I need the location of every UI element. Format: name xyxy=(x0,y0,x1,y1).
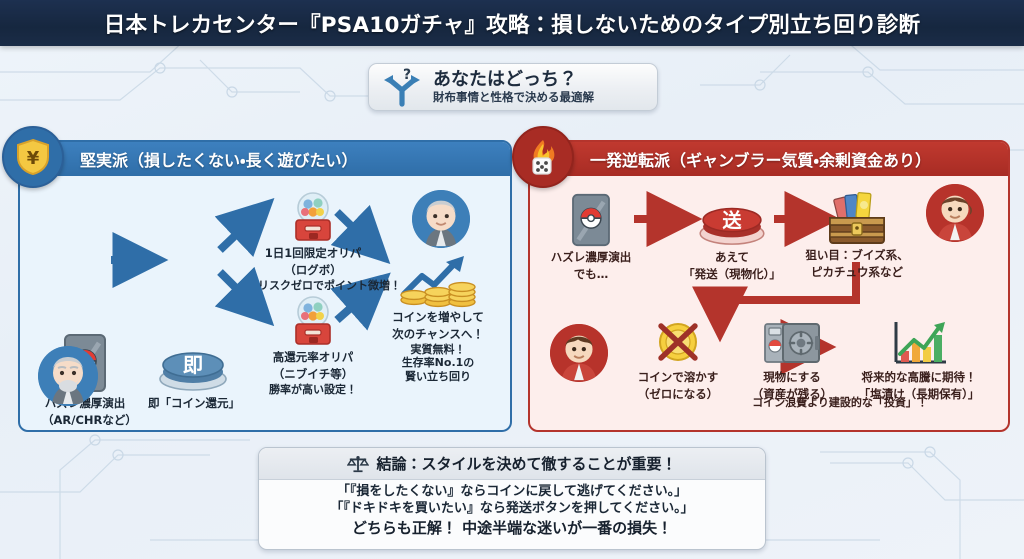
right-node-chart-caption-1: 将来的な高騰に期待！ xyxy=(861,370,977,384)
right-node-safe-caption-2: （資産が残る） xyxy=(751,386,833,401)
left-panel-title: 堅実派（損したくない・長く遊びたい） xyxy=(80,151,358,170)
left-node-result-note-2: 生存率No.1の xyxy=(401,356,475,370)
conclusion-quote-2: 「『ドキドキを買いたい』なら発送ボタンを押してください。」 xyxy=(330,501,694,517)
conclusion-title: 結論：スタイルを決めて徹することが重要！ xyxy=(376,455,677,473)
young-man-avatar-top xyxy=(926,184,984,242)
svg-text:?: ? xyxy=(403,67,411,83)
conclusion-header: 結論：スタイルを決めて徹することが重要！ xyxy=(259,448,765,480)
conclusion-box: 結論：スタイルを決めて徹することが重要！ 「『損をしたくない』ならコインに戻して… xyxy=(258,447,766,550)
right-node-card: ハズレ濃厚演出 でも… xyxy=(548,192,634,281)
safe-vault-icon xyxy=(740,318,844,368)
subtitle-line-2: 財布事情と性格で決める最適解 xyxy=(433,89,594,104)
right-node-chest: 狙い目：ブイズ系、 ピカチュウ系など xyxy=(802,190,912,279)
flaming-dice-icon xyxy=(512,126,574,188)
left-node-result-caption-2: 次のチャンスへ！ xyxy=(392,326,484,341)
shield-yen-icon: ¥ xyxy=(2,126,64,188)
left-node-daily-caption-2: （ログボ） xyxy=(284,262,342,277)
left-node-daily-note: リスクゼロでポイント微増！ xyxy=(258,279,401,293)
elderly-man-avatar-bottom xyxy=(38,346,98,406)
subtitle-banner: ? あなたはどっち？ 財布事情と性格で決める最適解 xyxy=(368,63,658,111)
right-node-card-caption-1: ハズレ濃厚演出 xyxy=(550,250,632,264)
elderly-man-avatar-top xyxy=(412,190,470,248)
left-node-card-caption-2: （AR/CHRなど） xyxy=(42,412,137,427)
left-node-daily-oripa: 1日1回限定オリパ （ログボ） リスクゼロでポイント微増！ xyxy=(258,190,401,293)
right-node-sou-caption-1: あえて xyxy=(715,250,749,264)
left-node-high-return-caption-1: 高還元率オリパ xyxy=(272,350,354,364)
page-title-bar: 日本トレカセンター『PSA10ガチャ』攻略：損しないためのタイプ別立ち回り診断 xyxy=(0,0,1024,46)
right-node-coin-caption-1: コインで溶かす xyxy=(637,370,719,384)
conclusion-quote-1: 「『損をしたくない』ならコインに戻して逃げてください。」 xyxy=(336,484,688,499)
right-panel-footnote: コイン浪費より建設的な「投資」！ xyxy=(752,396,928,409)
conclusion-body: 「『損をしたくない』ならコインに戻して逃げてください。」 「『ドキドキを買いたい… xyxy=(259,480,765,539)
left-panel-header: 堅実派（損したくない・長く遊びたい） xyxy=(20,142,510,176)
right-node-chart: 将来的な高騰に期待！ 「塩漬け（長期保有）」 xyxy=(846,318,992,401)
left-node-high-return-note: 勝率が高い設定！ xyxy=(269,383,357,397)
right-node-chest-caption-2: ピカチュウ系など xyxy=(811,264,903,279)
left-node-high-return-oripa: 高還元率オリパ （ニブイチ等） 勝率が高い設定！ xyxy=(258,294,368,396)
crossed-coin-icon xyxy=(626,318,730,368)
right-panel-title: 一発逆転派（ギャンブラー気質・余剰資金あり） xyxy=(590,151,931,170)
left-panel-steady-type: ¥ 堅実派（損したくない・長く遊びたい） xyxy=(2,126,512,432)
conclusion-final: どちらも正解！ 中途半端な迷いが一番の損失！ xyxy=(351,519,673,538)
right-panel-header: 一発逆転派（ギャンブラー気質・余剰資金あり） xyxy=(530,142,1008,176)
scales-icon xyxy=(347,454,370,474)
right-node-coin-caption-2: （ゼロになる） xyxy=(637,386,719,401)
soku-button-icon[interactable]: 即 xyxy=(148,338,238,394)
gachapon-machine-icon xyxy=(258,190,368,244)
svg-text:¥: ¥ xyxy=(27,148,40,169)
left-node-soku-button[interactable]: 即 即「コイン還元」 xyxy=(148,338,240,411)
coins-growth-icon xyxy=(378,252,498,308)
sou-button-label: 送 xyxy=(722,209,742,232)
young-man-avatar-bottom xyxy=(550,324,608,382)
gachapon-machine-icon xyxy=(258,294,368,348)
left-node-daily-caption-1: 1日1回限定オリパ xyxy=(264,246,362,260)
right-node-coin-melt: コインで溶かす （ゼロになる） xyxy=(626,318,730,401)
soku-button-label: 即 xyxy=(183,353,203,377)
page-title: 日本トレカセンター『PSA10ガチャ』攻略：損しないためのタイプ別立ち回り診断 xyxy=(103,12,921,38)
subtitle-line-1: あなたはどっち？ xyxy=(433,69,577,91)
left-node-soku-caption: 即「コイン還元」 xyxy=(148,396,240,410)
growth-chart-icon xyxy=(846,318,992,368)
right-node-sou-button[interactable]: 送 あえて 「発送（現物化）」 xyxy=(682,194,782,281)
left-node-result: コインを増やして 次のチャンスへ！ 実質無料！ 生存率No.1の 賢い立ち回り xyxy=(378,252,498,383)
right-panel-gambler-type: 一発逆転派（ギャンブラー気質・余剰資金あり） xyxy=(512,126,1010,432)
left-node-high-return-caption-2: （ニブイチ等） xyxy=(272,366,354,381)
right-node-chart-caption-2: 「塩漬け（長期保有）」 xyxy=(858,386,980,401)
right-node-card-caption-2: でも… xyxy=(573,266,609,281)
branching-arrow-icon: ? xyxy=(379,67,425,107)
right-node-sou-caption-2: 「発送（現物化）」 xyxy=(683,266,781,281)
left-node-result-note-3: 賢い立ち回り xyxy=(405,369,471,383)
left-node-result-caption-1: コインを増やして xyxy=(392,310,484,324)
right-node-safe: 現物にする （資産が残る） xyxy=(740,318,844,401)
right-node-chest-caption-1: 狙い目：ブイズ系、 xyxy=(805,248,909,262)
sou-button-icon[interactable]: 送 xyxy=(682,194,782,248)
right-node-safe-caption-1: 現物にする xyxy=(763,370,821,384)
left-node-result-note-1: 実質無料！ xyxy=(410,343,466,357)
treasure-chest-icon xyxy=(802,190,912,246)
pokemon-card-icon xyxy=(548,192,634,248)
